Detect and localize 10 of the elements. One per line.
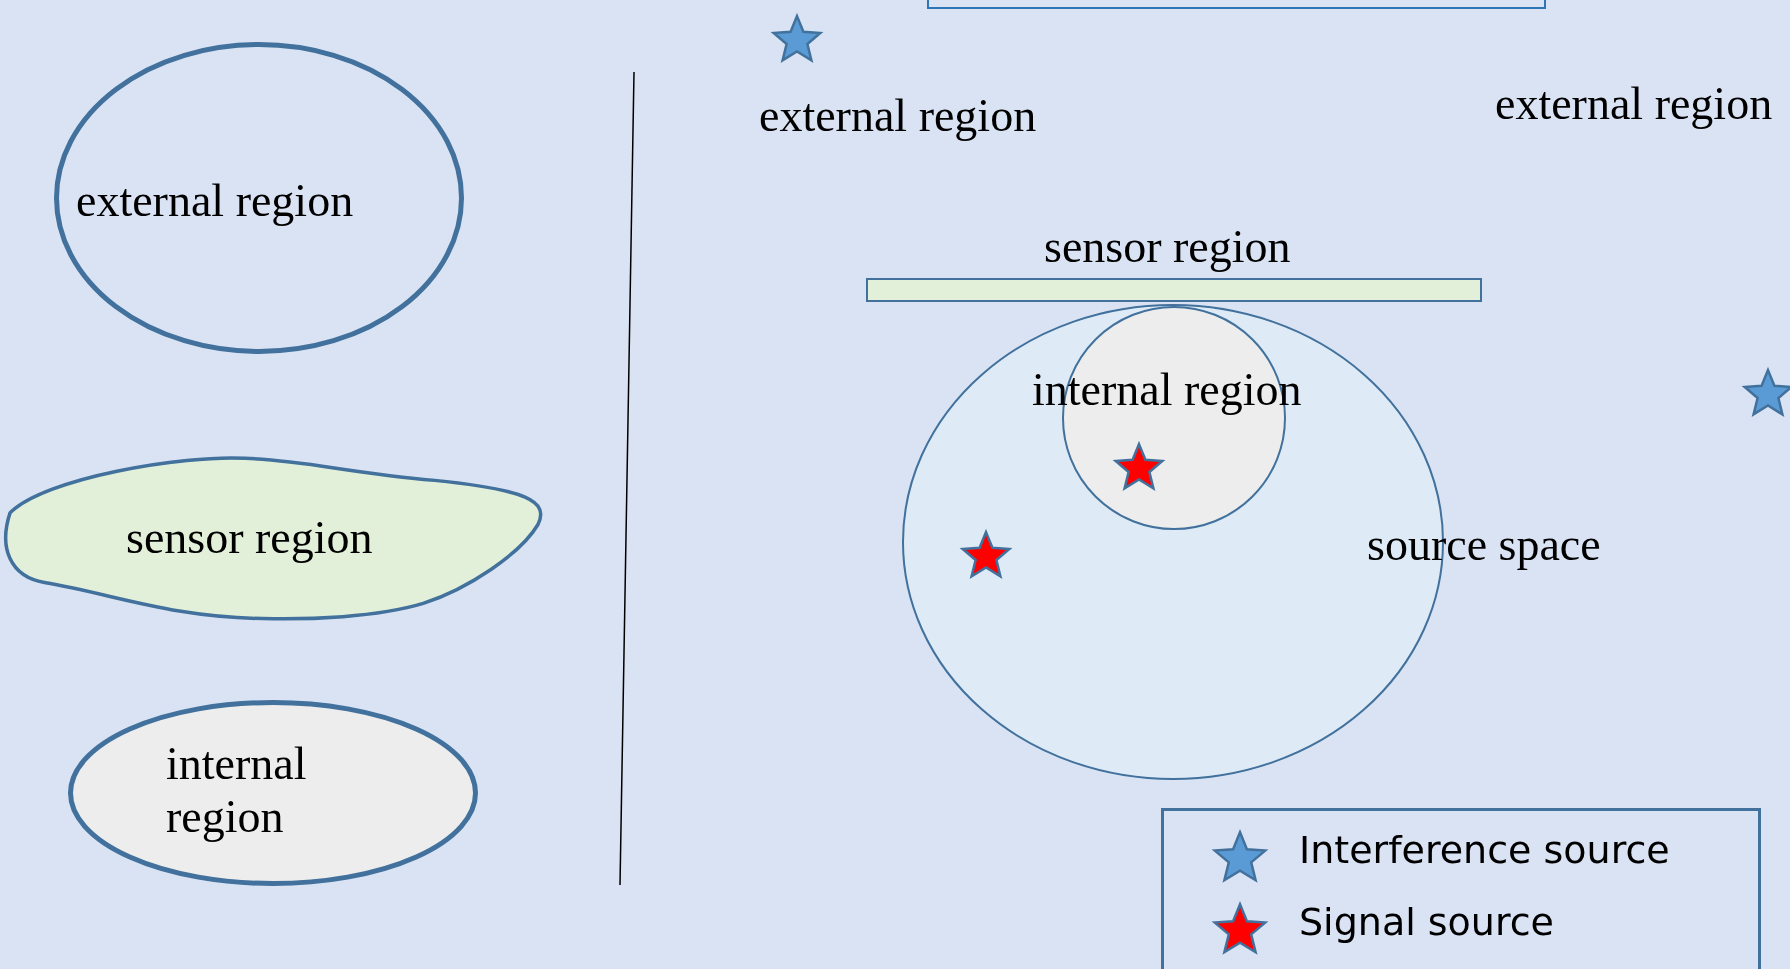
region-label: external region [1495,78,1773,131]
region-label: internal region [166,738,308,844]
region-label: sensor region [126,512,373,565]
region-ellipse [68,700,478,886]
region-label: external region [759,90,1037,143]
region-label: external region [76,175,354,228]
region-label: sensor region [1044,221,1291,274]
legend-label: Signal source [1299,901,1554,945]
legend-label: Interference source [1299,829,1670,873]
region-ellipse [54,42,464,354]
